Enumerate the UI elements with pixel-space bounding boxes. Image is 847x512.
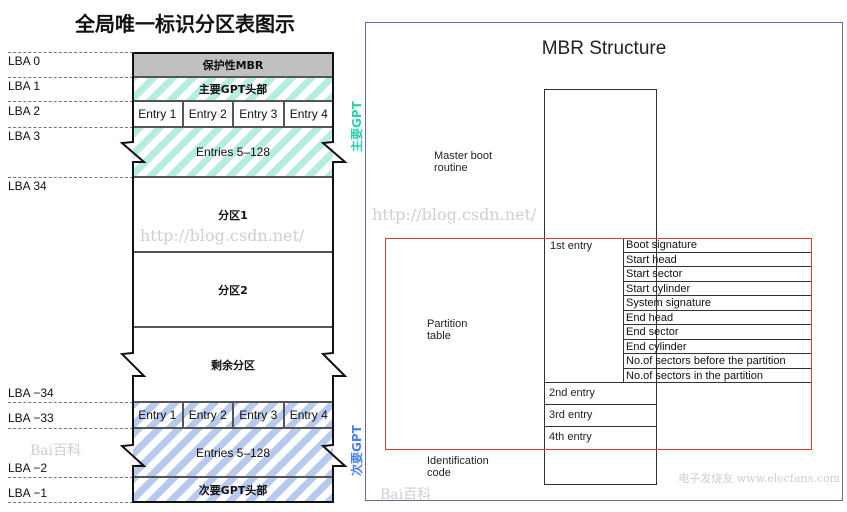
divider xyxy=(8,502,133,503)
primary-entries-rest: Entries 5–128 xyxy=(133,127,333,177)
partition-1: 分区1 xyxy=(218,208,248,222)
identification-code-label: Identification code xyxy=(427,455,489,479)
lba-label: LBA −1 xyxy=(8,486,48,500)
watermark-elecfans: 电子发烧友 www.elecfans.com xyxy=(678,472,840,485)
lba-label: LBA 2 xyxy=(8,104,41,118)
lba-label: LBA −2 xyxy=(8,461,48,475)
entry-label: 2nd entry xyxy=(544,383,657,405)
field-row: End sector xyxy=(623,325,812,340)
lba-label: LBA −34 xyxy=(8,386,54,400)
secondary-gpt-header: 次要GPT头部 xyxy=(133,477,333,502)
divider xyxy=(8,52,133,53)
field-row: End cylinder xyxy=(623,340,812,354)
entry: Entry 1 xyxy=(133,402,184,428)
watermark-csdn: http://blog.csdn.net/ xyxy=(140,226,305,245)
entry: Entry 3 xyxy=(234,402,285,428)
remaining-partitions: 剩余分区 xyxy=(211,358,255,372)
divider xyxy=(8,428,133,429)
entry: Entry 1 xyxy=(133,101,184,127)
divider xyxy=(8,101,133,102)
divider xyxy=(8,127,133,128)
field-row: Start head xyxy=(623,253,812,267)
gpt-outline xyxy=(119,52,348,503)
protective-mbr: 保护性MBR xyxy=(133,53,333,77)
divider xyxy=(8,402,133,403)
watermark-baidu: Bai百科 xyxy=(380,487,432,503)
lba-label: LBA 3 xyxy=(8,129,41,143)
partition-table-label: Partition table xyxy=(427,318,468,342)
secondary-entries-rest: Entries 5–128 xyxy=(133,428,333,477)
field-row: No.of sectors before the partition xyxy=(623,354,812,369)
primary-gpt-header: 主要GPT头部 xyxy=(133,77,333,101)
field-row: No.of sectors in the partition xyxy=(623,369,812,383)
entry: Entry 3 xyxy=(234,101,285,127)
primary-entries-row: Entry 1 Entry 2 Entry 3 Entry 4 xyxy=(133,101,333,127)
mbr-title: MBR Structure xyxy=(541,38,667,59)
lba-label: LBA 0 xyxy=(8,54,41,68)
master-boot-routine-label: Master boot routine xyxy=(434,150,493,174)
divider xyxy=(8,177,133,178)
entry: Entry 4 xyxy=(289,408,328,422)
entry: Entry 4 xyxy=(289,107,328,121)
divider xyxy=(8,77,133,78)
field-row: Start cylinder xyxy=(623,282,812,296)
partition-2: 分区2 xyxy=(218,283,248,297)
mbr-panel xyxy=(365,22,843,501)
divider xyxy=(8,477,133,478)
field-row: Start sector xyxy=(623,267,812,282)
watermark-baidu: Bai百科 xyxy=(30,443,82,459)
lba-label: LBA −33 xyxy=(8,411,54,425)
entry-label: 3rd entry xyxy=(544,405,657,427)
secondary-gpt-label: 次要GPT xyxy=(350,425,364,476)
entry-label: 4th entry xyxy=(549,431,592,443)
secondary-entries-row: Entry 1 Entry 2 Entry 3 Entry 4 xyxy=(133,402,333,428)
entry-label: 1st entry xyxy=(550,240,593,252)
lba-label: LBA 34 xyxy=(8,179,47,193)
entry: Entry 2 xyxy=(184,402,234,428)
partition-table-highlight xyxy=(385,238,812,450)
entry: Entry 2 xyxy=(184,101,234,127)
field-row: Boot signature xyxy=(623,238,812,253)
diagram-title: 全局唯一标识分区表图示 xyxy=(75,12,295,36)
watermark-csdn: http://blog.csdn.net/ xyxy=(372,205,537,224)
primary-gpt-label: 主要GPT xyxy=(350,101,364,152)
lba-label: LBA 1 xyxy=(8,79,41,93)
field-row: End head xyxy=(623,311,812,325)
field-row: System signature xyxy=(623,296,812,311)
